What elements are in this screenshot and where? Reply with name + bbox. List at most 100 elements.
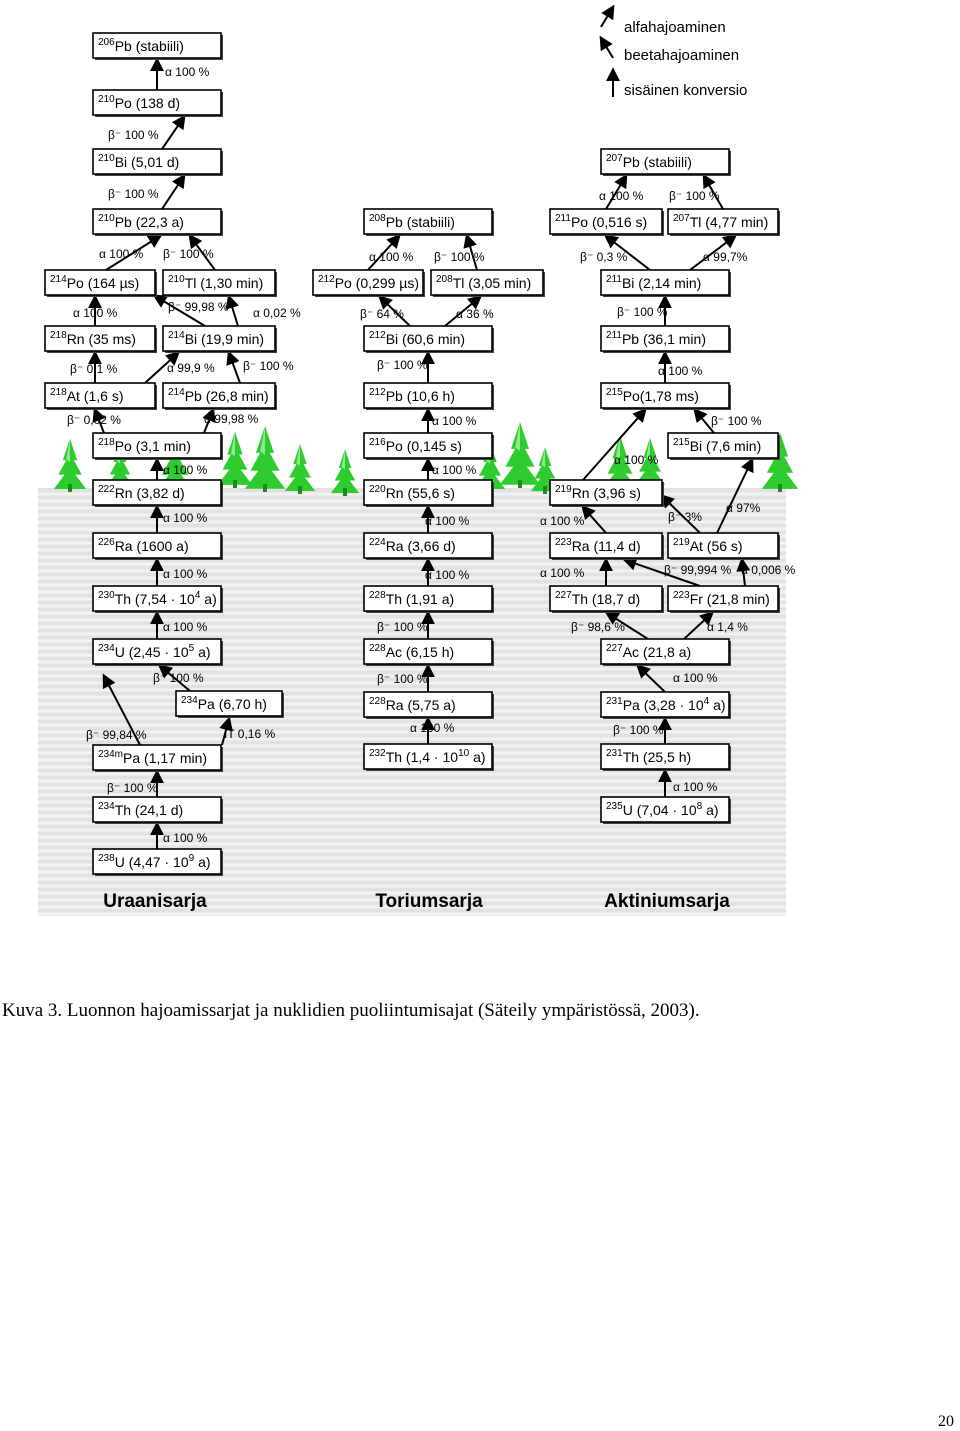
decay-label: β⁻ 100 % xyxy=(243,359,294,373)
decay-label: α 100 % xyxy=(163,567,208,581)
decay-label: α 100 % xyxy=(599,189,644,203)
series-title: Aktiniumsarja xyxy=(604,891,730,912)
svg-text:214Pb (26,8 min): 214Pb (26,8 min) xyxy=(168,387,269,404)
decay-label: β⁻ 0,1 % xyxy=(70,362,118,376)
decay-arrow-a231pa-a227ac xyxy=(635,664,666,693)
decay-label: α 0,02 % xyxy=(253,306,301,320)
svg-text:212Pb (10,6 h): 212Pb (10,6 h) xyxy=(369,387,455,404)
legend-label: alfahajoaminen xyxy=(624,19,726,36)
nuclide-box-t220rn: 220Rn (55,6 s) xyxy=(363,479,494,507)
nuclide-box-u218at: 218At (1,6 s) xyxy=(44,382,157,410)
tree-icon xyxy=(244,426,286,492)
decay-label: β⁻ 100 % xyxy=(107,781,158,795)
svg-text:223Ra (11,4 d): 223Ra (11,4 d) xyxy=(555,537,641,554)
svg-text:218At (1,6 s): 218At (1,6 s) xyxy=(50,387,123,404)
decay-label: α 99,98 % xyxy=(204,412,259,426)
nuclide-box-t228th: 228Th (1,91 a) xyxy=(363,585,494,613)
svg-text:226Ra (1600 a): 226Ra (1600 a) xyxy=(98,537,189,554)
decay-arrow-u214po-u210pb xyxy=(105,234,163,271)
decay-label: α 36 % xyxy=(456,307,494,321)
svg-text:208Tl (3,05 min): 208Tl (3,05 min) xyxy=(436,274,531,291)
decay-label: β⁻ 99,84 % xyxy=(86,728,147,742)
nuclide-box-u238u: 238U (4,47 · 109 a) xyxy=(92,848,223,876)
svg-text:219At (56 s): 219At (56 s) xyxy=(673,537,743,554)
page-number: 20 xyxy=(938,1413,954,1430)
svg-text:218Rn (35 ms): 218Rn (35 ms) xyxy=(50,330,136,347)
decay-label: β⁻ 100 % xyxy=(377,672,428,686)
decay-label: β⁻ 100 % xyxy=(617,305,668,319)
nuclide-box-a215po: 215Po(1,78 ms) xyxy=(600,382,731,410)
svg-text:211Bi (2,14 min): 211Bi (2,14 min) xyxy=(606,274,701,291)
nuclide-box-u226ra: 226Ra (1600 a) xyxy=(92,532,223,560)
decay-label: α 100 % xyxy=(163,511,208,525)
decay-arrow-a223fr-a219at xyxy=(736,557,751,587)
svg-text:216Po (0,145 s): 216Po (0,145 s) xyxy=(369,437,462,454)
decay-label: α 100 % xyxy=(163,831,208,845)
decay-label: α 100 % xyxy=(163,620,208,634)
decay-label: IT 0,16 % xyxy=(224,727,275,741)
decay-arrow-a219at-a219rn xyxy=(659,494,701,534)
decay-label: β⁻ 0,02 % xyxy=(67,413,121,427)
svg-text:218Po (3,1 min): 218Po (3,1 min) xyxy=(98,437,191,454)
decay-arrow-a219rn-a215po xyxy=(582,407,647,481)
decay-label: β⁻ 98,6 % xyxy=(571,620,625,634)
decay-label: β⁻ 100 % xyxy=(669,189,720,203)
svg-text:234Pa (6,70 h): 234Pa (6,70 h) xyxy=(181,695,267,712)
nuclide-box-a207pb: 207Pb (stabiili) xyxy=(600,148,731,176)
decay-label: α 100 % xyxy=(673,671,718,685)
nuclide-box-u206pb: 206Pb (stabiili) xyxy=(92,32,223,60)
decay-label: β⁻ 3% xyxy=(668,510,702,524)
decay-arrow-u214bi-u214po xyxy=(152,294,206,327)
nuclide-box-a219at: 219At (56 s) xyxy=(667,532,780,560)
decay-label: β⁻ 100 % xyxy=(163,247,214,261)
svg-text:207Tl (4,77 min): 207Tl (4,77 min) xyxy=(673,213,768,230)
nuclide-box-u210bi: 210Bi (5,01 d) xyxy=(92,148,223,176)
decay-label: α 100 % xyxy=(540,566,585,580)
legend-label: beetahajoaminen xyxy=(624,47,739,64)
nuclide-box-a223fr: 223Fr (21,8 min) xyxy=(667,585,780,613)
nuclide-box-t224ra: 224Ra (3,66 d) xyxy=(363,532,494,560)
nuclide-box-a227th: 227Th (18,7 d) xyxy=(549,585,664,613)
svg-text:219Rn (3,96 s): 219Rn (3,96 s) xyxy=(555,484,641,501)
svg-text:234Th (24,1 d): 234Th (24,1 d) xyxy=(98,801,183,818)
nuclide-box-t216po: 216Po (0,145 s) xyxy=(363,432,494,460)
decay-arrow-u214bi-u210tl xyxy=(225,294,240,327)
nuclide-box-a231th: 231Th (25,5 h) xyxy=(600,743,731,771)
decay-series-diagram: α 100 % β⁻ 100 % β⁻ 99,84 % IT 0,16 % β⁻ 100… xyxy=(38,4,799,916)
nuclide-box-a211pb: 211Pb (36,1 min) xyxy=(600,325,731,353)
svg-text:222Rn (3,82 d): 222Rn (3,82 d) xyxy=(98,484,185,501)
nuclide-box-a207tl: 207Tl (4,77 min) xyxy=(667,208,780,236)
decay-label: β⁻ 100 % xyxy=(153,671,204,685)
decay-arrow-a211bi-a207tl xyxy=(689,234,738,271)
nuclide-box-u230th: 230Th (7,54 · 104 a) xyxy=(92,585,223,613)
decay-arrow-t212bi-t208tl xyxy=(444,295,483,327)
decay-label: α 0,006 % xyxy=(741,563,796,577)
decay-arrow-a211po-a207pb xyxy=(605,173,628,210)
nuclide-box-t212pb: 212Pb (10,6 h) xyxy=(363,382,494,410)
decay-label: β⁻ 99,98 % xyxy=(168,300,229,314)
decay-label: α 100 % xyxy=(163,463,208,477)
tree-icon xyxy=(330,449,360,496)
nuclide-box-u214bi: 214Bi (19,9 min) xyxy=(162,325,277,353)
nuclide-box-a223ra: 223Ra (11,4 d) xyxy=(549,532,664,560)
decay-label: β⁻ 100 % xyxy=(377,358,428,372)
decay-label: α 100 % xyxy=(614,453,659,467)
decay-label: α 100 % xyxy=(425,514,470,528)
nuclide-box-u210tl: 210Tl (1,30 min) xyxy=(162,269,277,297)
decay-arrow-a227ac-a227th xyxy=(604,611,649,640)
decay-arrow-t212po-t208pb xyxy=(367,233,401,271)
tree-icon xyxy=(53,438,87,492)
decay-label: β⁻ 100 % xyxy=(377,620,428,634)
decay-arrow-a219at-a215bi xyxy=(716,457,754,534)
decay-labels: α 100 % β⁻ 100 % β⁻ 99,84 % IT 0,16 % β⁻ 100… xyxy=(67,65,796,845)
nuclide-box-u218rn: 218Rn (35 ms) xyxy=(44,325,157,353)
decay-arrow-u234mpa-u234pa xyxy=(219,716,233,746)
decay-arrow-u214pb-u214bi xyxy=(226,350,241,384)
svg-text:234U (2,45 · 105 a): 234U (2,45 · 105 a) xyxy=(98,643,211,660)
nuclide-box-a215bi: 215Bi (7,6 min) xyxy=(667,432,780,460)
nuclide-box-u210pb: 210Pb (22,3 a) xyxy=(92,208,223,236)
svg-text:227Th (18,7 d): 227Th (18,7 d) xyxy=(555,590,640,607)
svg-text:210Bi (5,01 d): 210Bi (5,01 d) xyxy=(98,153,179,170)
decay-label: α 100 % xyxy=(432,414,477,428)
